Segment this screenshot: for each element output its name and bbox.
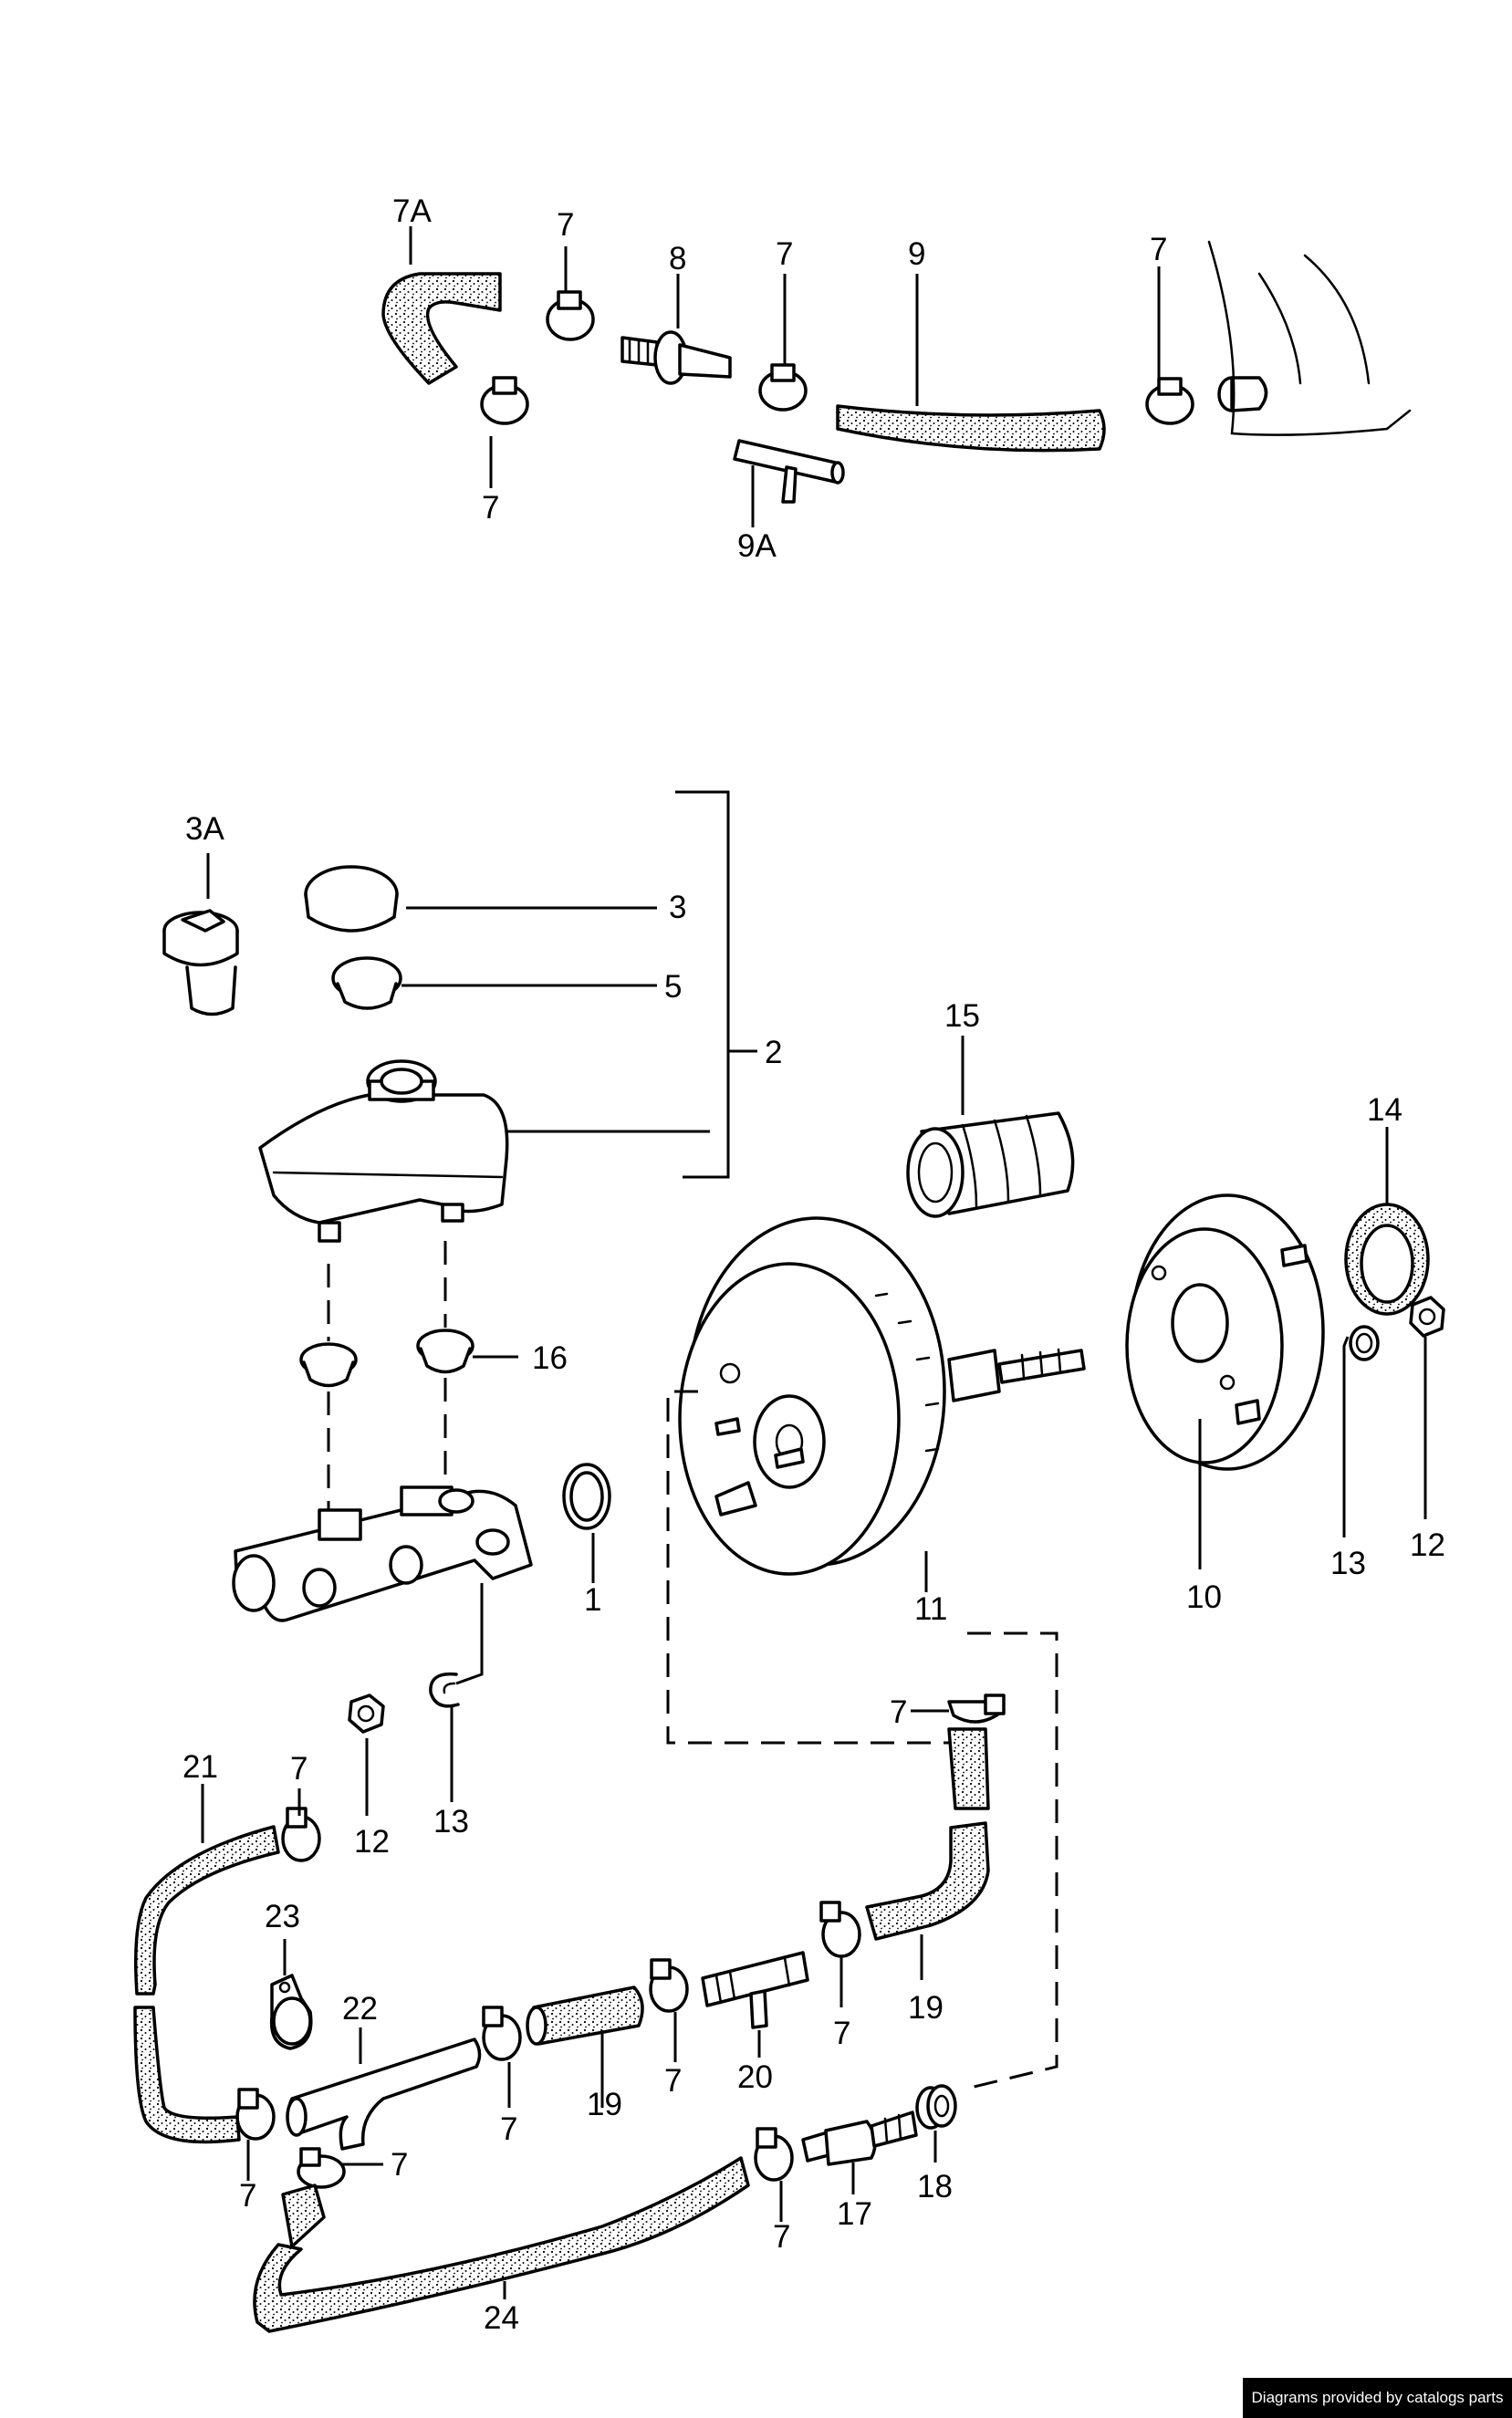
callout-7: 7 (557, 207, 574, 243)
grommet-16 (299, 1342, 358, 1388)
booster-fragment (1207, 240, 1412, 436)
grommet-18 (915, 2084, 957, 2130)
callout-8: 8 (669, 241, 686, 276)
callout-22: 22 (342, 1991, 378, 2027)
callout-19: 19 (908, 1990, 944, 2026)
callout-7: 7 (1150, 232, 1167, 267)
assembly-line (962, 1631, 1058, 2091)
callout-13: 13 (433, 1804, 469, 1840)
leader-line (1342, 1336, 1350, 1537)
check-valve-17 (801, 2111, 918, 2166)
brake-master-cylinder (232, 1485, 533, 1622)
callout-7A: 7A (392, 193, 432, 229)
hose-24 (253, 2156, 750, 2333)
callout-7: 7 (776, 236, 793, 272)
leader-line (455, 1583, 484, 1685)
hose-clamp (947, 1694, 1006, 1724)
callout-3: 3 (669, 890, 686, 925)
callout-labels: 7A 7 8 7 9 7 7 9A 3A 3 5 2 15 14 16 1 11… (182, 193, 1445, 2336)
reservoir-cap-3 (304, 865, 399, 933)
callout-7: 7 (890, 1694, 907, 1730)
hose-clamp (754, 2127, 794, 2182)
callout-14: 14 (1367, 1092, 1403, 1128)
callout-5: 5 (664, 969, 682, 1005)
callout-23: 23 (265, 1899, 300, 1934)
callout-21: 21 (182, 1749, 218, 1785)
attribution-badge: Diagrams provided by catalogs parts (1243, 2378, 1512, 2418)
callout-20: 20 (737, 2059, 773, 2095)
callout-2: 2 (765, 1035, 782, 1070)
t-connector-9A (733, 439, 845, 504)
grommet-16 (416, 1329, 474, 1374)
holder-23 (269, 1974, 313, 2050)
dust-boot-15 (906, 1111, 1075, 1218)
hose-19 (865, 1821, 990, 1941)
hose-clamp (1145, 377, 1194, 425)
hose-clamp (297, 2147, 346, 2189)
callout-7: 7 (773, 2219, 790, 2255)
callout-9A: 9A (737, 528, 777, 564)
callout-18: 18 (917, 2169, 953, 2204)
callout-7: 7 (482, 490, 499, 526)
hose-21 (133, 1825, 280, 2144)
hose-clamp (819, 1901, 861, 1958)
hose-clamp (281, 1807, 321, 1862)
callout-24: 24 (484, 2300, 519, 2336)
assembly-line (666, 1390, 967, 1745)
bracket-2 (675, 790, 730, 1179)
hose-clamp (235, 2088, 276, 2141)
callout-7: 7 (664, 2063, 682, 2099)
hex-nut-12 (348, 1694, 385, 1734)
callout-3A: 3A (185, 811, 224, 847)
hose-clamp (758, 363, 808, 412)
hose-short (947, 1727, 990, 1810)
hose-9 (836, 404, 1106, 453)
brake-booster-11 (678, 1216, 1086, 1576)
reservoir-cap-3A (162, 909, 239, 1016)
callout-19: 19 (587, 2087, 622, 2122)
check-valve-8 (620, 330, 732, 385)
callout-1: 1 (584, 1582, 601, 1618)
callout-12: 12 (1410, 1527, 1445, 1563)
callout-7: 7 (290, 1751, 308, 1787)
hose-clamp (649, 1958, 689, 2013)
strainer-5 (331, 956, 402, 1010)
callout-16: 16 (532, 1340, 568, 1376)
callout-7: 7 (500, 2111, 517, 2147)
hose-clamp (546, 290, 595, 341)
hose-clamp (482, 2006, 522, 2061)
callout-7: 7 (833, 2016, 850, 2051)
callout-15: 15 (944, 998, 980, 1034)
lock-washer-13 (429, 1672, 460, 1708)
callout-10: 10 (1186, 1579, 1222, 1615)
callout-17: 17 (837, 2196, 872, 2232)
callout-7: 7 (239, 2178, 256, 2214)
gasket-14 (1344, 1203, 1430, 1316)
flange-plate-10 (1125, 1193, 1325, 1471)
lock-washer-13 (1349, 1325, 1380, 1361)
o-ring-1 (562, 1463, 611, 1530)
callout-7: 7 (391, 2147, 408, 2183)
t-fitting-20 (701, 1951, 809, 2029)
brake-fluid-reservoir (258, 1059, 509, 1243)
hose-7A (381, 272, 502, 385)
y-piece-22 (286, 2038, 482, 2151)
callout-11: 11 (914, 1591, 947, 1627)
callout-12: 12 (354, 1824, 390, 1860)
callout-9: 9 (908, 236, 925, 272)
hose-19 (526, 1985, 644, 2046)
callout-13: 13 (1330, 1546, 1366, 1581)
hex-nut-12 (1409, 1296, 1445, 1338)
hose-clamp (480, 376, 529, 425)
